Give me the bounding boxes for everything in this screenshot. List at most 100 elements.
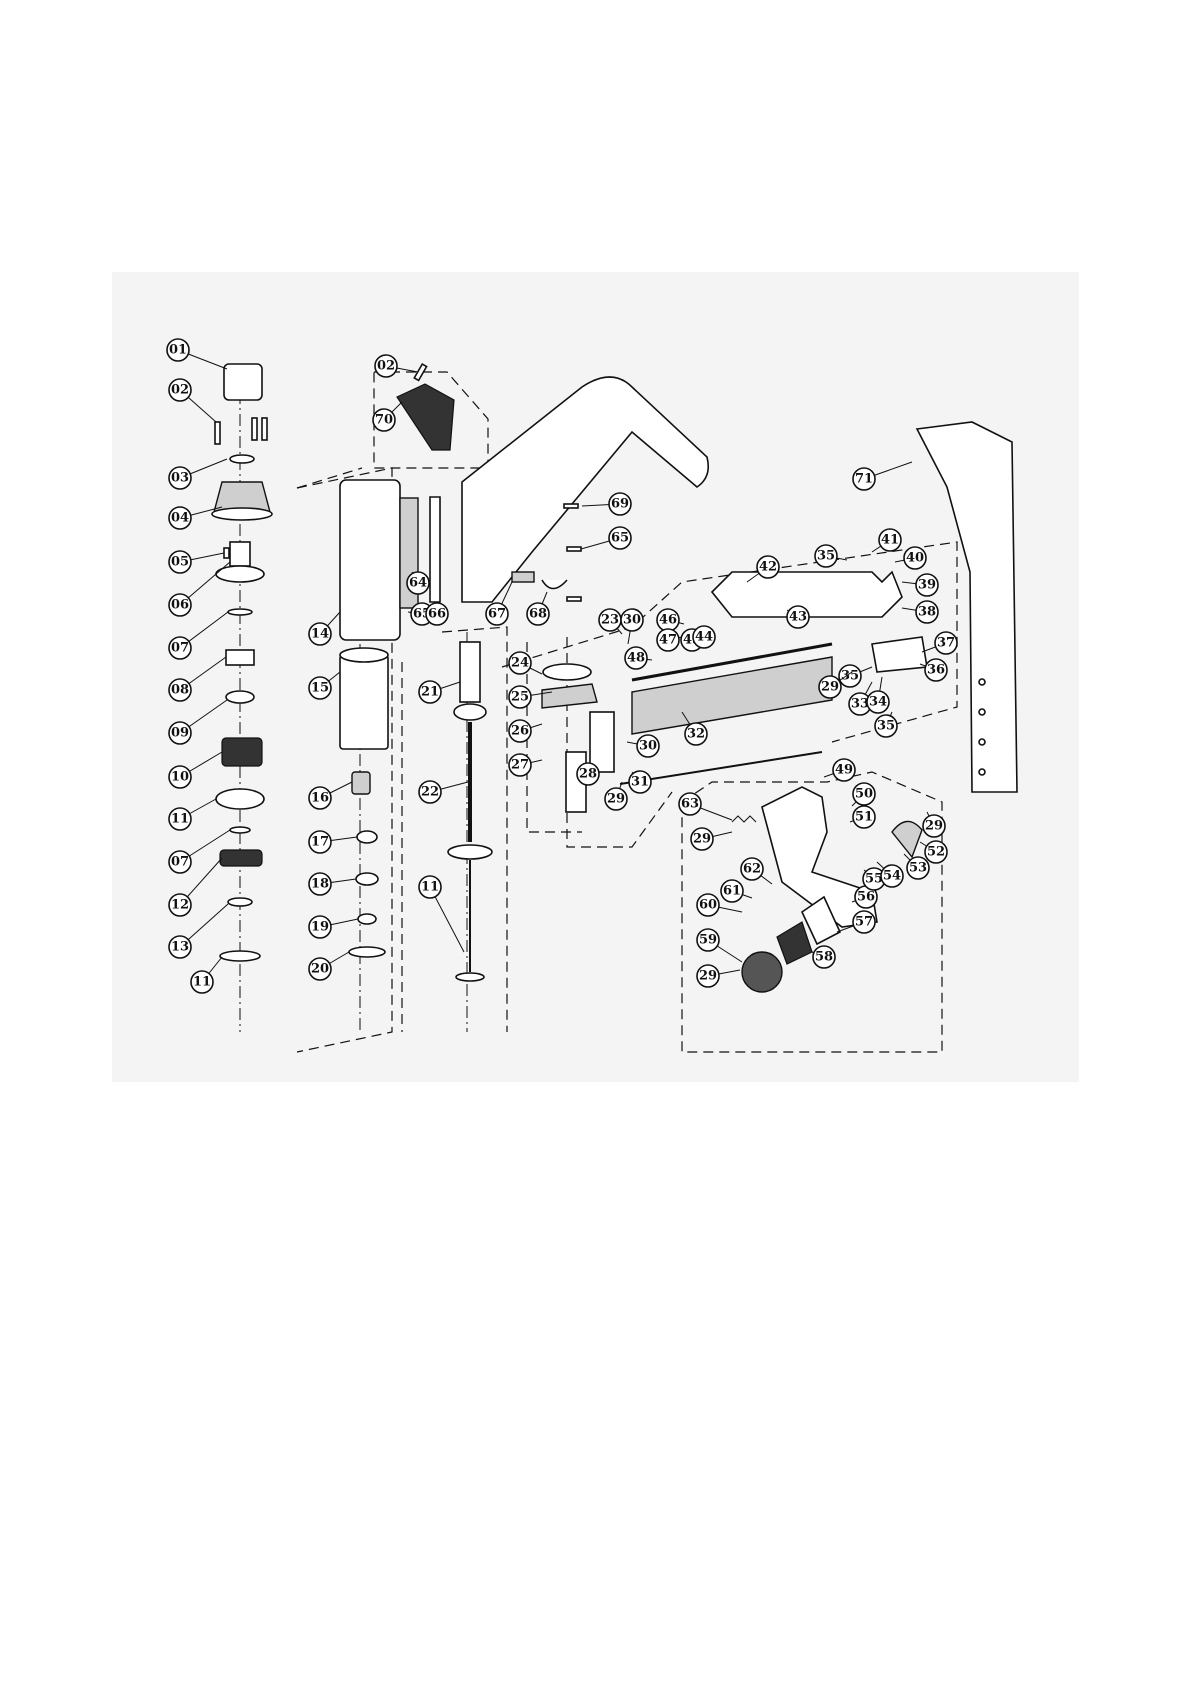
label-number: 11 [193, 975, 211, 990]
part-label-26: 26 [509, 720, 542, 742]
label-number: 68 [529, 607, 547, 622]
label-number: 16 [311, 791, 329, 806]
part-label-29: 29 [697, 965, 740, 987]
label-number: 31 [631, 775, 649, 790]
part-label-49: 49 [824, 759, 855, 781]
part-11b-oring [220, 951, 260, 961]
part-label-65: 65 [581, 527, 631, 549]
part-66-gasket [430, 497, 440, 602]
part-label-27: 27 [509, 754, 542, 776]
label-number: 51 [855, 810, 873, 825]
part-59-dial [742, 952, 782, 992]
label-number: 19 [311, 920, 329, 935]
part-13-ring [228, 898, 252, 906]
label-number: 12 [171, 898, 189, 913]
part-label-18: 18 [309, 873, 356, 895]
part-32-magazine-rail [632, 657, 832, 734]
label-number: 43 [789, 610, 807, 625]
part-21-driver-body [460, 642, 480, 702]
label-number: 39 [918, 578, 936, 593]
label-number: 35 [817, 549, 835, 564]
part-label-23: 23 [599, 609, 622, 634]
part-label-43: 43 [787, 606, 809, 628]
label-number: 22 [421, 785, 439, 800]
part-07b-oring [230, 827, 250, 833]
column-1-parts [212, 364, 272, 961]
part-11c-oring [456, 973, 484, 981]
part-label-29: 29 [923, 812, 945, 837]
label-number: 62 [743, 862, 761, 877]
part-label-35: 35 [839, 665, 872, 687]
part-37-latch [872, 637, 927, 672]
part-label-62: 62 [741, 858, 772, 884]
part-69-handle [462, 377, 708, 602]
label-number: 06 [171, 598, 189, 613]
label-number: 54 [883, 869, 901, 884]
label-number: 25 [511, 690, 529, 705]
part-label-61: 61 [721, 880, 752, 902]
label-number: 21 [421, 685, 439, 700]
label-number: 34 [869, 695, 887, 710]
part-label-34: 34 [867, 677, 889, 713]
part-label-01: 01 [167, 339, 227, 369]
label-number: 14 [311, 627, 329, 642]
part-label-16: 16 [309, 782, 352, 809]
label-number: 66 [428, 607, 446, 622]
part-63-spring [732, 816, 756, 822]
part-27-plate [590, 712, 614, 772]
part-07-oring [228, 609, 252, 615]
label-number: 01 [169, 343, 187, 358]
part-label-11: 11 [419, 876, 464, 952]
part-label-28: 28 [577, 763, 599, 785]
part-label-15: 15 [309, 672, 340, 699]
label-number: 37 [937, 636, 955, 651]
part-label-20: 20 [309, 952, 349, 980]
label-number: 40 [906, 551, 924, 566]
label-number: 02 [377, 359, 395, 374]
label-number: 60 [699, 898, 717, 913]
diagram-canvas: 0102030405060708091011071213110270141516… [112, 272, 1079, 1082]
part-label-71: 71 [853, 462, 912, 490]
label-number: 04 [171, 511, 189, 526]
part-label-39: 39 [902, 574, 938, 596]
part-label-69: 69 [582, 493, 631, 515]
part-67-fitting [512, 572, 534, 582]
label-number: 33 [851, 697, 869, 712]
part-label-35: 35 [875, 712, 897, 737]
part-label-03: 03 [169, 459, 227, 489]
label-number: 53 [909, 861, 927, 876]
label-number: 67 [488, 607, 506, 622]
label-number: 57 [855, 915, 873, 930]
part-label-02: 02 [375, 355, 418, 377]
label-number: 44 [695, 630, 713, 645]
label-number: 05 [171, 555, 189, 570]
label-number: 63 [681, 797, 699, 812]
part-label-53: 53 [904, 854, 929, 879]
label-number: 50 [855, 787, 873, 802]
part-17-oring [357, 831, 377, 843]
part-label-51: 51 [850, 806, 875, 828]
part-label-50: 50 [852, 783, 875, 806]
label-number: 08 [171, 683, 189, 698]
part-label-30: 30 [627, 735, 659, 757]
label-number: 29 [821, 680, 839, 695]
magazine-assembly [542, 572, 927, 812]
part-label-17: 17 [309, 831, 357, 853]
label-number: 71 [855, 472, 873, 487]
label-number: 09 [171, 726, 189, 741]
part-label-07: 07 [169, 612, 228, 659]
label-number: 11 [171, 812, 189, 827]
part-label-02: 02 [169, 379, 216, 422]
label-number: 56 [857, 890, 875, 905]
exploded-parts-diagram: 0102030405060708091011071213110270141516… [112, 272, 1079, 1082]
label-number: 23 [601, 613, 619, 628]
label-number: 03 [171, 471, 189, 486]
part-19-oring [358, 914, 376, 924]
part-label-05: 05 [169, 551, 224, 573]
label-number: 29 [607, 792, 625, 807]
part-label-58: 58 [812, 946, 835, 968]
label-number: 69 [611, 497, 629, 512]
part-label-46: 46 [657, 609, 684, 631]
part-label-38: 38 [902, 601, 938, 623]
part-label-37: 37 [922, 632, 957, 654]
